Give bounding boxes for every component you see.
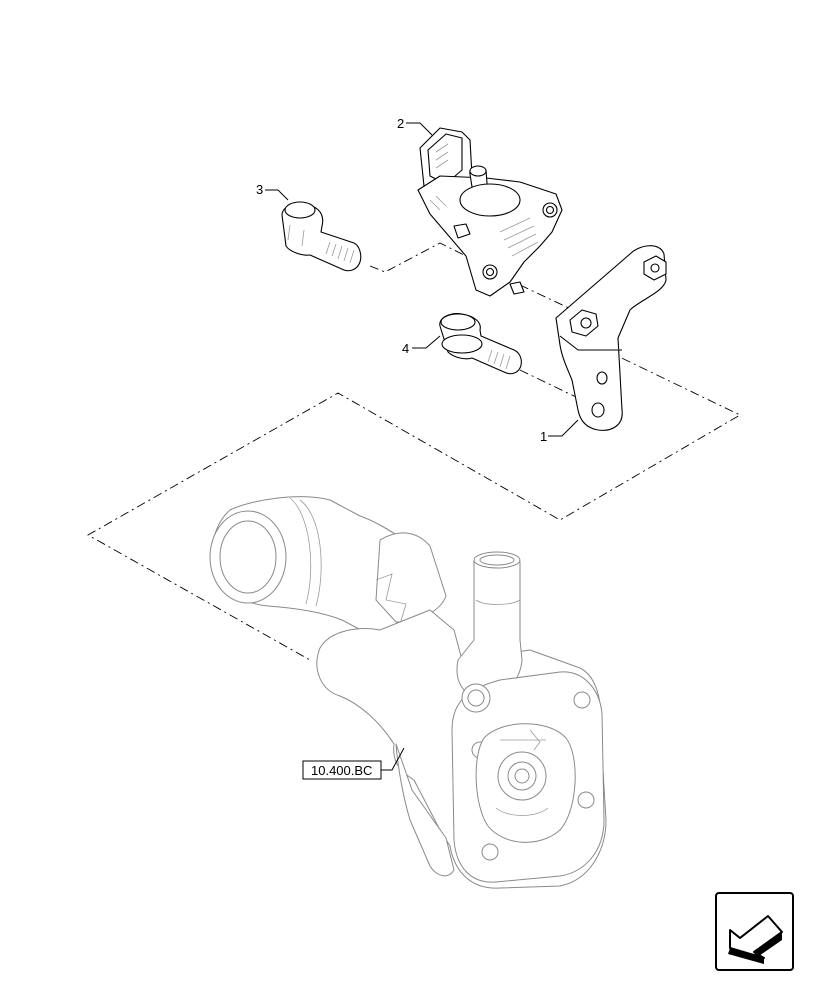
- thermostat-housing: [209, 496, 607, 889]
- callout-label-3: 3: [256, 182, 263, 197]
- sensor-part-2: [417, 127, 563, 297]
- callout-label-1: 1: [540, 429, 547, 444]
- cap-screw-part-3: [281, 201, 362, 272]
- callout-label-2: 2: [397, 116, 404, 131]
- bracket-part-1: [555, 245, 667, 431]
- reference-link-box[interactable]: 10.400.BC: [302, 760, 382, 780]
- arrow-link-icon[interactable]: [715, 892, 794, 971]
- reference-label[interactable]: 10.400.BC: [311, 763, 372, 778]
- callout-leaders: [265, 122, 579, 771]
- flange-bolt-part-4: [439, 313, 522, 375]
- callout-label-4: 4: [402, 341, 409, 356]
